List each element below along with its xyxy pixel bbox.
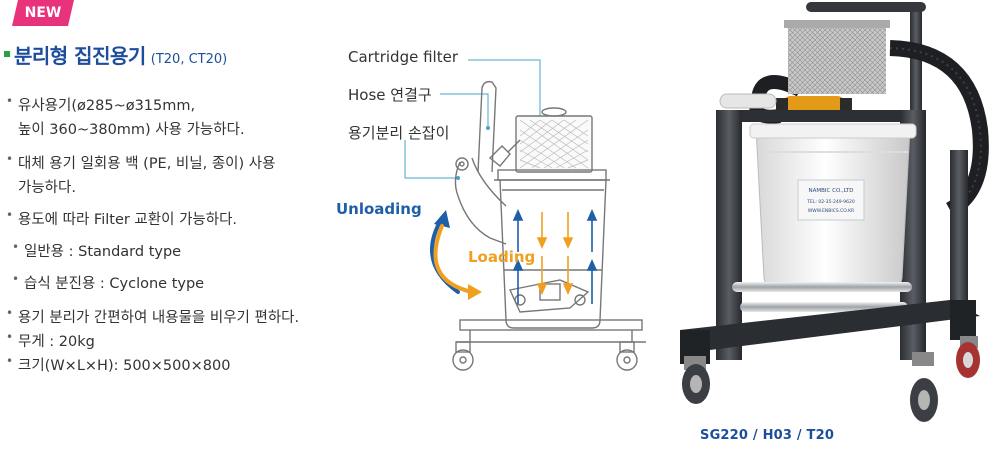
product-caption: SG220 / H03 / T20 (700, 428, 835, 443)
spec-item: 유사용기(ø285~ø315mm, 높이 360~380mm) 사용 가능하다. (6, 94, 245, 142)
wheel (682, 356, 710, 404)
bucket-label-line: NAMBIC CO.,LTD (809, 188, 854, 194)
wheel (956, 336, 980, 378)
spec-line: 무게 : 20kg (18, 334, 95, 350)
spec-line: 대체 용기 일회용 백 (PE, 비닐, 종이) 사용 (18, 156, 276, 172)
title-sub: (T20, CT20) (150, 52, 228, 67)
spec-item: 용기 분리가 간편하여 내용물을 비우기 편하다. (6, 306, 300, 330)
spec-line: 유사용기(ø285~ø315mm, (18, 98, 196, 114)
spec-item: 용도에 따라 Filter 교환이 가능하다. (6, 208, 238, 232)
spec-line: 일반용 : Standard type (24, 244, 182, 260)
spec-subitem: 일반용 : Standard type (8, 240, 181, 264)
label-loading: Loading (468, 248, 536, 266)
label-hose-connector: Hose 연결구 (348, 86, 432, 104)
product-drawing: NAMBIC CO.,LTD TEL: 02-35-249-9620 WWW.E… (680, 2, 989, 422)
spec-line: 크기(W×L×H): 500×500×800 (18, 358, 231, 374)
spec-line: 습식 분진용 : Cyclone type (24, 276, 205, 292)
spec-line: 가능하다. (18, 180, 76, 196)
spec-line: 용기 분리가 간편하여 내용물을 비우기 편하다. (18, 310, 300, 326)
spec-item: 대체 용기 일회용 백 (PE, 비닐, 종이) 사용 가능하다. (6, 152, 276, 200)
wheel (910, 352, 938, 422)
separator-diagram: Cartridge filter Hose 연결구 용기분리 손잡이 Unloa… (330, 30, 670, 390)
title-marker (4, 51, 10, 57)
label-container-handle: 용기분리 손잡이 (348, 124, 450, 142)
title-main: 분리형 집진용기 (14, 44, 146, 68)
bucket-label-line: TEL: 02-35-249-9620 (806, 199, 855, 205)
label-cartridge-filter: Cartridge filter (348, 48, 458, 66)
spec-line: 높이 360~380mm) 사용 가능하다. (18, 122, 245, 138)
spec-line: 용도에 따라 Filter 교환이 가능하다. (18, 212, 238, 228)
diagram-drawing (404, 59, 646, 371)
bucket-label-line: WWW.ENBICS.CO.KR (808, 208, 854, 214)
new-badge: NEW (12, 0, 74, 26)
spec-subitem: 습식 분진용 : Cyclone type (8, 272, 204, 296)
product-photo: NAMBIC CO.,LTD TEL: 02-35-249-9620 WWW.E… (650, 0, 1000, 462)
spec-item: 크기(W×L×H): 500×500×800 (6, 354, 231, 378)
spec-item: 무게 : 20kg (6, 330, 95, 354)
product-title: 분리형 집진용기 (T20, CT20) (4, 40, 227, 69)
label-unloading: Unloading (336, 200, 422, 218)
